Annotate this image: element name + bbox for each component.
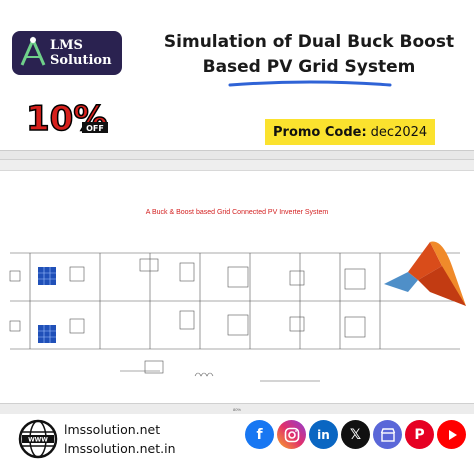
pv-panel-top-icon bbox=[38, 267, 56, 285]
x-icon[interactable]: 𝕏 bbox=[341, 420, 370, 449]
website-globe-icon: WWW bbox=[18, 419, 58, 459]
title-line2: Based PV Grid System bbox=[202, 57, 416, 77]
social-links: f in 𝕏 P bbox=[245, 420, 466, 449]
pv-panel-bottom-icon bbox=[38, 325, 56, 343]
diagram-title: A Buck & Boost based Grid Connected PV I… bbox=[145, 209, 329, 216]
logo-line1: LMS bbox=[50, 38, 83, 53]
youtube-icon[interactable] bbox=[437, 420, 466, 449]
promo-code: dec2024 bbox=[370, 124, 428, 140]
screenshot-menubar bbox=[0, 151, 474, 160]
promo-code-banner[interactable]: Promo Code: dec2024 bbox=[265, 119, 436, 145]
pinterest-icon[interactable]: P bbox=[405, 420, 434, 449]
matlab-logo-icon bbox=[384, 241, 466, 306]
facebook-icon[interactable]: f bbox=[245, 420, 274, 449]
lms-logo-mark-icon bbox=[20, 36, 46, 66]
footer-urls: lmssolution.net lmssolution.net.in bbox=[64, 420, 176, 458]
page-title: Simulation of Dual Buck Boost Based PV G… bbox=[150, 30, 468, 80]
logo-line2: Solution bbox=[50, 53, 112, 68]
circuit-diagram bbox=[9, 252, 460, 382]
linkedin-icon[interactable]: in bbox=[309, 420, 338, 449]
store-icon[interactable] bbox=[373, 420, 402, 449]
discount-badge: 10% OFF bbox=[25, 98, 108, 138]
website-link-1[interactable]: lmssolution.net bbox=[64, 422, 161, 437]
screenshot-statusbar: 80% bbox=[0, 403, 474, 416]
title-underline-swoosh bbox=[228, 80, 392, 87]
screenshot-toolbar bbox=[0, 160, 474, 171]
website-link-2[interactable]: lmssolution.net.in bbox=[64, 441, 176, 456]
discount-suffix: OFF bbox=[86, 124, 104, 133]
title-line1: Simulation of Dual Buck Boost bbox=[163, 32, 455, 52]
svg-text:WWW: WWW bbox=[28, 437, 48, 444]
lms-logo[interactable]: LMS Solution bbox=[12, 31, 122, 75]
promo-label: Promo Code: bbox=[273, 124, 367, 140]
logo-text: LMS Solution bbox=[50, 38, 112, 68]
instagram-icon[interactable] bbox=[277, 420, 306, 449]
